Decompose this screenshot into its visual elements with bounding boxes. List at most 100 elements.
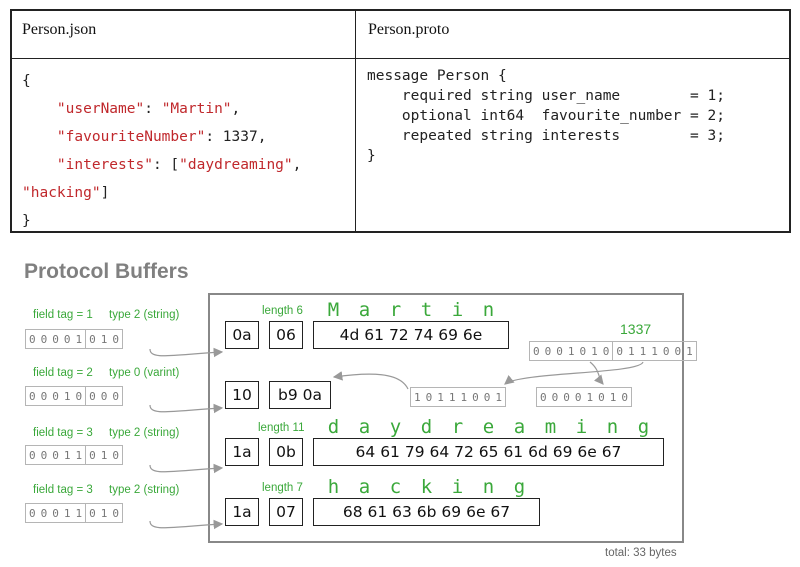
bit: 1 xyxy=(63,506,71,520)
wire-type-label: type 2 (string) xyxy=(109,427,180,439)
tag-byte: 0a xyxy=(225,321,259,349)
field-tag-label: field tag = 3 xyxy=(33,427,93,439)
bit: 0 xyxy=(40,506,48,520)
json-punct: } xyxy=(22,213,31,229)
char: M xyxy=(327,299,340,321)
bit: 1 xyxy=(567,344,575,358)
bit: 0 xyxy=(662,344,670,358)
bit: 0 xyxy=(425,390,433,404)
char: n xyxy=(482,476,495,498)
json-string: "interests" xyxy=(56,157,153,173)
bit: 0 xyxy=(556,344,563,358)
diagram-title: Protocol Buffers xyxy=(24,260,189,283)
length-byte: 06 xyxy=(269,321,303,349)
varint-bytes: b9 0a xyxy=(269,381,331,409)
field-tag-label: field tag = 1 xyxy=(33,309,93,321)
bit: 1 xyxy=(448,390,456,404)
json-punct: { xyxy=(22,73,31,89)
bit: 0 xyxy=(29,448,36,462)
arrow-low-bits xyxy=(589,361,604,385)
bit: 0 xyxy=(40,332,48,346)
bit: 0 xyxy=(533,344,540,358)
bit: 0 xyxy=(63,332,71,346)
bit: 1 xyxy=(628,344,635,358)
bit: 1 xyxy=(100,448,108,462)
json-code-block: { "userName": "Martin", "favouriteNumber… xyxy=(22,67,301,235)
char: i xyxy=(575,416,588,438)
bit: 0 xyxy=(52,332,59,346)
bit: 1 xyxy=(75,448,83,462)
field-tag-label: field tag = 3 xyxy=(33,484,93,496)
json-header: Person.json xyxy=(22,21,97,38)
tag-byte: 1a xyxy=(225,498,259,526)
bit: 0 xyxy=(29,389,36,403)
arrow-tag2 xyxy=(149,403,224,414)
bit: 0 xyxy=(29,332,36,346)
bit: 0 xyxy=(621,390,628,404)
schema-table: Person.json Person.proto { "userName": "… xyxy=(10,9,791,233)
bit: 0 xyxy=(616,344,623,358)
json-punct: : [ xyxy=(152,157,180,173)
bit: 1 xyxy=(686,344,693,358)
bit: 1 xyxy=(586,390,594,404)
json-string: "favouriteNumber" xyxy=(56,129,206,145)
bit: 0 xyxy=(40,389,48,403)
bit: 0 xyxy=(602,344,610,358)
char: i xyxy=(451,476,464,498)
length-label: length 6 xyxy=(262,305,303,317)
bit: 0 xyxy=(540,390,547,404)
char: r xyxy=(451,416,464,438)
bit: 1 xyxy=(75,506,83,520)
bit: 0 xyxy=(100,389,108,403)
proto-line: required string user_name = 1; xyxy=(367,88,725,104)
bit: 0 xyxy=(112,448,119,462)
bit: 1 xyxy=(437,390,444,404)
bit: 0 xyxy=(89,389,96,403)
char: k xyxy=(420,476,433,498)
length-byte: 07 xyxy=(269,498,303,526)
json-string: "Martin" xyxy=(161,101,232,117)
json-string: "hacking" xyxy=(22,185,101,201)
json-punct: ] xyxy=(100,185,110,201)
proto-line: } xyxy=(367,148,376,164)
table-divider-vertical xyxy=(355,11,356,231)
bit: 0 xyxy=(674,344,682,358)
json-line: } xyxy=(22,207,301,235)
bit: 0 xyxy=(52,389,59,403)
arrow-tag1 xyxy=(149,347,224,358)
proto-line: repeated string interests = 3; xyxy=(367,128,725,144)
char: g xyxy=(513,476,526,498)
bit: 1 xyxy=(460,390,468,404)
json-line: "interests": ["daydreaming", xyxy=(22,151,301,179)
char: d xyxy=(420,416,433,438)
length-byte: 0b xyxy=(269,438,303,466)
char: d xyxy=(327,416,340,438)
json-line: { xyxy=(22,67,301,95)
char: a xyxy=(358,299,371,321)
proto-line: optional int64 favourite_number = 2; xyxy=(367,108,725,124)
bit: 0 xyxy=(472,390,479,404)
char: c xyxy=(389,476,402,498)
char: g xyxy=(637,416,650,438)
tag-byte: 10 xyxy=(225,381,259,409)
bit: 0 xyxy=(52,506,59,520)
table-divider-horizontal xyxy=(12,58,789,59)
data-bytes: 64 61 79 64 72 65 61 6d 69 6e 67 xyxy=(313,438,664,466)
arrow-high-bits xyxy=(504,361,644,385)
bit: 1 xyxy=(414,390,421,404)
wire-type-label: type 0 (varint) xyxy=(109,367,180,379)
